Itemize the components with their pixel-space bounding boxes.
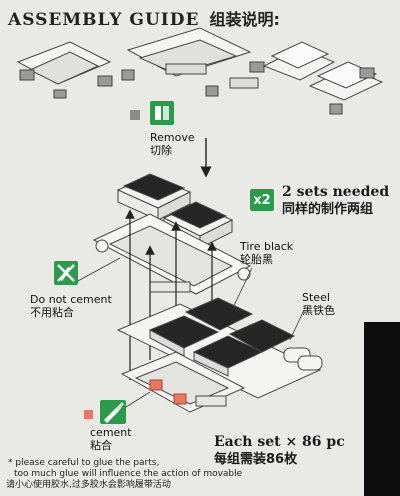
cement-brush-icon <box>100 400 126 424</box>
cement-marker-square <box>84 410 93 419</box>
each-set-count-cn: 每组需装86枚 <box>214 452 298 467</box>
sets-needed-cn: 同样的制作两组 <box>282 202 374 217</box>
sets-count-badge: x2 <box>250 189 274 211</box>
step2-track-link <box>121 27 265 97</box>
footnote-line2: too much glue will influence the action … <box>14 469 243 479</box>
footnote-line1: * please careful to glue the parts, <box>8 458 160 468</box>
upper-link <box>92 213 252 295</box>
page-title: ASSEMBLY GUIDE 组装说明: <box>8 6 280 30</box>
remove-marker-square <box>130 110 140 120</box>
steel-label-en: Steel <box>302 291 330 304</box>
no-cement-icon <box>54 261 78 285</box>
title-chinese: 组装说明: <box>209 10 280 29</box>
lower-track-assembly <box>116 297 323 413</box>
cement-label-en: cement <box>90 426 132 439</box>
title-english: ASSEMBLY GUIDE <box>8 10 200 30</box>
sets-needed-en: 2 sets needed <box>282 184 390 200</box>
step3-track-link <box>262 41 384 115</box>
tire-label-en: Tire black <box>240 240 294 253</box>
step1-track-link <box>16 41 113 99</box>
no-cement-label-cn: 不用粘合 <box>30 306 74 319</box>
tire-label-cn: 轮胎黑 <box>240 253 273 266</box>
steel-label-cn: 黑铁色 <box>302 304 335 317</box>
cement-label-cn: 粘合 <box>90 439 112 452</box>
remove-label-cn: 切除 <box>150 144 172 157</box>
cement-spots <box>149 379 187 405</box>
cutter-icon <box>150 101 174 125</box>
each-set-count-en: Each set × 86 pc <box>214 434 345 450</box>
dark-photo-edge <box>364 322 400 496</box>
remove-label-en: Remove <box>150 131 195 144</box>
footnote-line3: 请小心使用胶水,过多胶水会影响履带活动 <box>6 480 171 490</box>
no-cement-label-en: Do not cement <box>30 293 112 306</box>
